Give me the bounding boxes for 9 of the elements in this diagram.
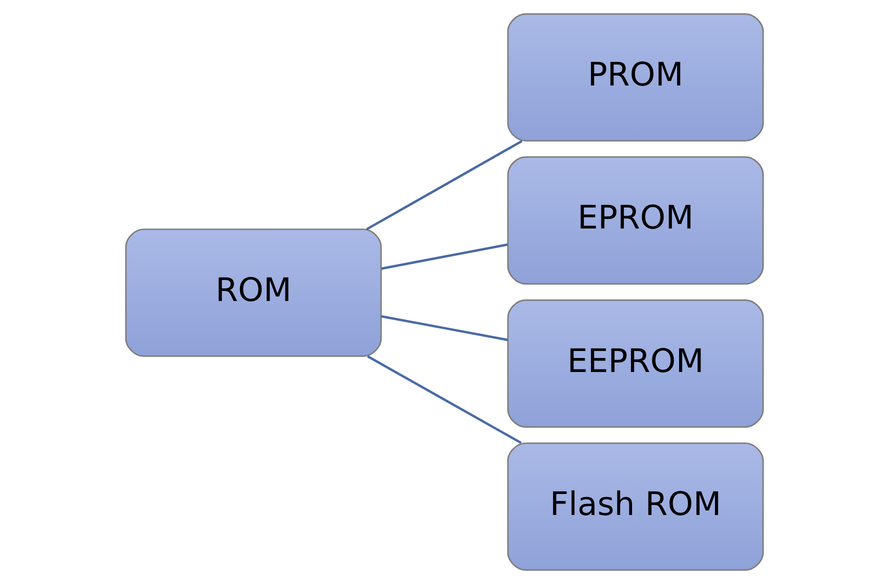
node-box: EPROM [507,156,764,285]
connector [367,355,522,444]
connector [366,140,522,230]
node-box: PROM [507,13,764,142]
node-box: EEPROM [507,299,764,428]
node-box: Flash ROM [507,442,764,571]
connector [380,315,508,342]
connector [380,243,508,270]
node-box: ROM [125,228,382,357]
